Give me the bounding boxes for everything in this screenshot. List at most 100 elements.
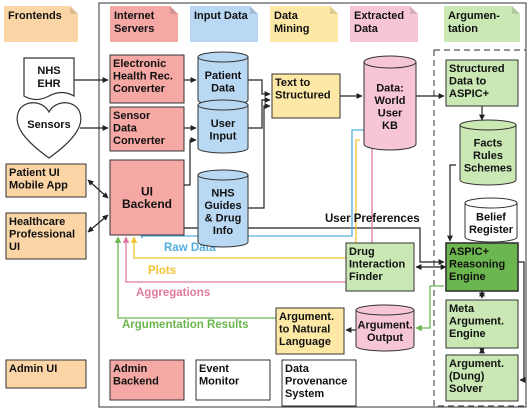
link-user-preferences — [184, 227, 445, 265]
patient-data-db-top — [197, 51, 249, 63]
link-facts-to-engine — [447, 164, 456, 242]
nhs-guides-db-body — [197, 175, 249, 248]
flow-raw-data — [138, 129, 364, 239]
column-data-mining-shape — [270, 6, 338, 42]
belief-register-db-top — [464, 197, 518, 209]
healthcare-ui-box-shape — [5, 212, 87, 260]
column-input-data: Input Data — [190, 6, 258, 42]
column-input-data-shape — [190, 6, 258, 42]
sensor-converter-box-shape — [109, 106, 185, 152]
dung-solver-box-shape — [445, 354, 519, 402]
admin-ui-box-shape — [5, 359, 87, 389]
label-plots: Plots — [148, 265, 176, 277]
argumentation-boundary — [433, 49, 527, 407]
data-provenance-box-shape — [281, 359, 357, 407]
column-internet-servers-shape — [110, 6, 178, 42]
column-extracted-data-fold — [410, 6, 418, 14]
flow-arg-results-back — [114, 236, 276, 319]
label-argumentation-results: Argumentation Results — [122, 319, 249, 331]
flow-arg-results — [415, 285, 444, 332]
link-engine-side — [518, 261, 526, 383]
link-ui-backend-to-user-input — [184, 137, 197, 186]
world-kb-db-body — [363, 62, 417, 151]
meta-engine-box-shape — [445, 299, 519, 349]
column-frontends-label: Frontends — [8, 10, 62, 22]
system-boundary — [98, 2, 527, 408]
dung-solver-box: Argument.(Dung)Solver — [445, 354, 519, 402]
facts-rules-db-body — [459, 125, 517, 186]
arg-output-db: Argument.Output — [355, 304, 415, 352]
drug-interaction-box-shape — [345, 242, 415, 292]
label-aggregations: Aggregations — [136, 287, 210, 299]
column-extracted-data-shape — [350, 6, 418, 42]
nhs-guides-db-top — [197, 169, 249, 181]
world-kb-db-top — [363, 55, 417, 69]
patient-ui-box-shape — [5, 163, 87, 198]
link-patient-data-to-mining — [248, 79, 271, 97]
column-argumentation-fold — [512, 6, 520, 14]
nhs-ehr-document-shape — [23, 57, 75, 101]
arg-output-db-label: Argument.Output — [358, 319, 413, 344]
admin-ui-box: Admin UI — [5, 359, 87, 389]
ui-backend-box-shape — [109, 159, 185, 236]
sensors-heart: Sensors — [16, 102, 82, 159]
sensors-heart-shape — [16, 102, 82, 159]
column-argumentation-shape — [444, 6, 520, 42]
arg-output-db-body — [355, 310, 415, 352]
text-to-structured-box-shape — [271, 73, 341, 119]
facts-rules-db-top — [459, 119, 517, 131]
label-user-preferences: User Preferences — [325, 213, 420, 225]
link-healthcare-ui-backend — [87, 214, 109, 233]
column-internet-servers-fold — [170, 6, 178, 14]
link-user-input-to-mining — [248, 97, 271, 129]
structured-aspic-box-shape — [445, 59, 519, 107]
arg-to-nl-box-shape — [275, 307, 345, 355]
link-guides-to-mining — [248, 103, 271, 209]
column-input-data-fold — [250, 6, 258, 14]
column-frontends-fold — [70, 6, 78, 14]
